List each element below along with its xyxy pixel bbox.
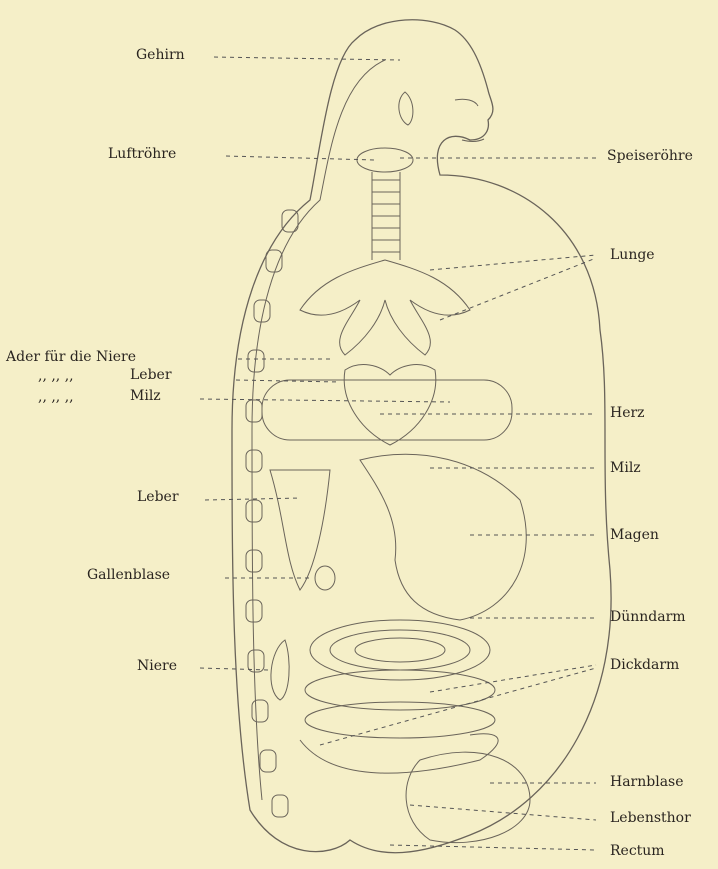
leader-luftroehre [226,156,375,160]
face-eye [455,99,478,106]
spine-channel [252,60,385,800]
large-intestine [300,734,498,773]
spine-segments [246,210,298,817]
leader-lunge-1 [430,255,596,270]
leader-rectum [390,845,596,850]
leader-gehirn [214,57,400,60]
label-ader-milz-prefix: ,, ,, ,, [38,389,74,405]
label-gehirn: Gehirn [136,47,185,63]
trachea-rings [372,172,400,260]
lungs [300,260,470,355]
leader-dickdarm-2 [320,668,596,745]
label-ader-milz: Milz [130,388,161,404]
kidney [271,640,289,700]
head-ear [399,92,413,125]
gallbladder [315,566,335,590]
label-lebensthor: Lebensthor [610,810,691,826]
leader-ader-milz [200,399,450,402]
leader-dickdarm-1 [430,665,596,692]
label-ader-leber: Leber [130,367,172,383]
diaphragm [262,380,512,440]
label-dickdarm: Dickdarm [610,657,679,673]
label-ader-niere: Ader für die Niere [6,349,136,365]
label-rectum: Rectum [610,843,665,859]
label-lunge: Lunge [610,247,655,263]
label-magen: Magen [610,527,659,543]
label-duenndarm: Dünndarm [610,609,686,625]
label-harnblase: Harnblase [610,774,684,790]
label-herz: Herz [610,405,645,421]
label-speiseroehre: Speiseröhre [607,148,693,164]
label-leber: Leber [137,489,179,505]
heart [344,365,436,445]
label-milz: Milz [610,460,641,476]
label-luftroehre: Luftröhre [108,146,176,162]
small-intestine [305,620,495,738]
leader-niere [200,668,270,670]
label-gallenblase: Gallenblase [87,567,170,583]
stomach [360,454,526,620]
label-ader-leber-prefix: ,, ,, ,, [38,368,74,384]
liver [270,470,330,590]
body-outline [232,20,611,853]
bladder [406,752,530,842]
label-niere: Niere [137,658,177,674]
